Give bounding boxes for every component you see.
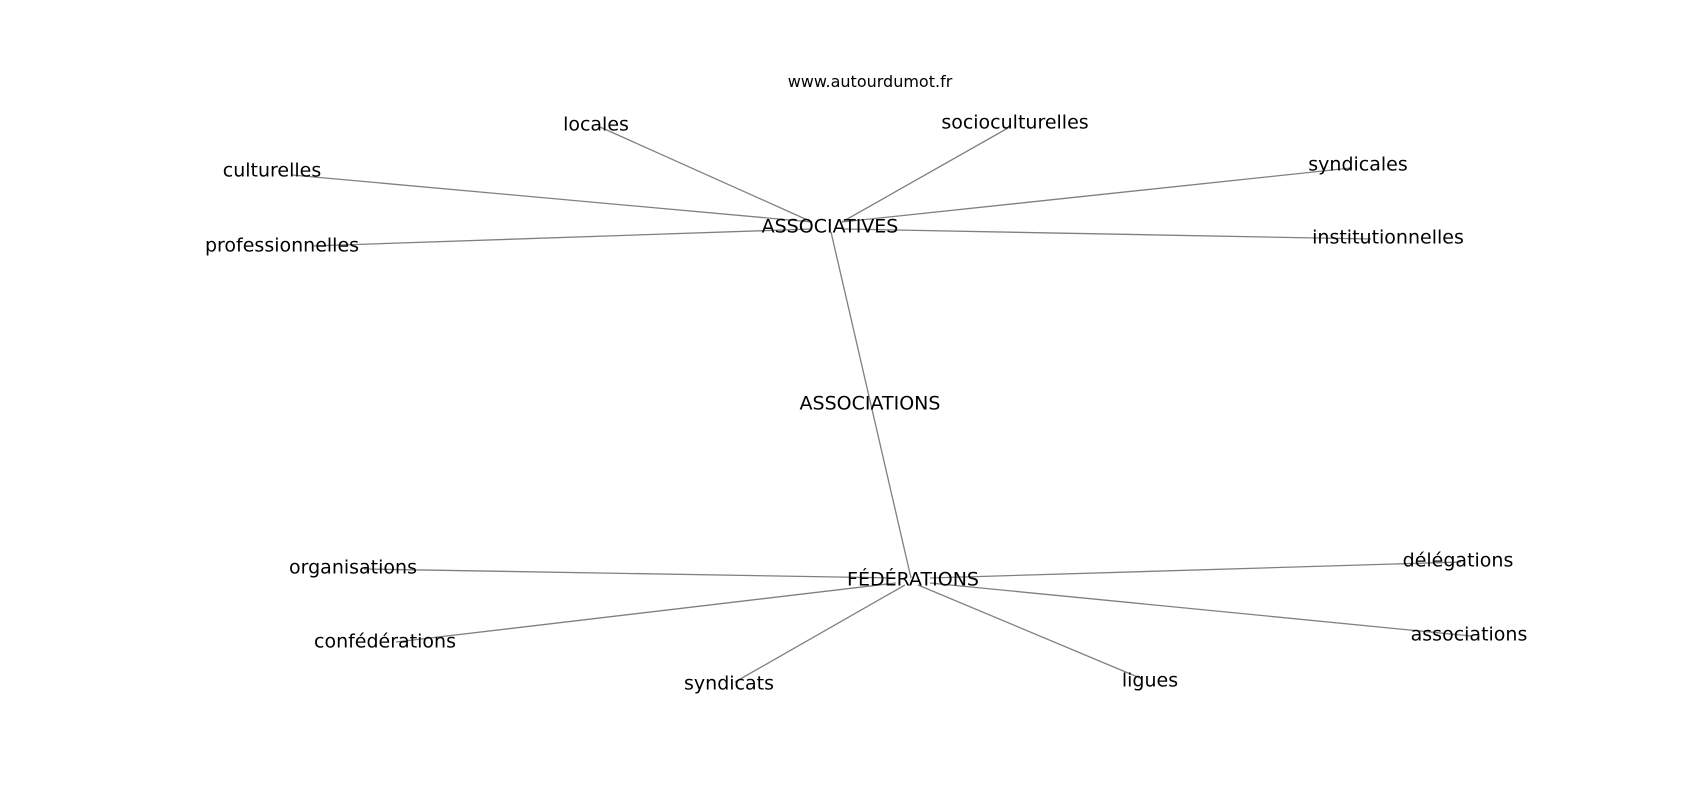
hub-federations[interactable]: FÉDÉRATIONS: [847, 568, 979, 591]
edge-federations-delegations: [929, 561, 1462, 579]
word-delegations[interactable]: délégations: [1402, 549, 1514, 572]
edge-federations-confederations: [395, 582, 897, 643]
source-url[interactable]: www.autourdumot.fr: [787, 72, 953, 91]
word-organisations[interactable]: organisations: [289, 556, 417, 579]
word-associations[interactable]: associations: [1410, 623, 1528, 646]
center-word[interactable]: ASSOCIATIONS: [799, 392, 941, 415]
edge-federations-organisations: [363, 568, 897, 579]
edge-associatives-professionnelles: [311, 228, 813, 247]
left-clip-mask: [0, 0, 215, 800]
word-culturelles[interactable]: culturelles: [222, 159, 322, 182]
edge-associatives-syndicales: [841, 167, 1352, 223]
edge-associatives-locales: [599, 126, 813, 223]
edge-associatives-socioculturelles: [841, 127, 1009, 223]
word-ligues[interactable]: ligues: [1121, 669, 1179, 692]
word-institutionnelles[interactable]: institutionnelles: [1312, 226, 1464, 249]
word-syndicats[interactable]: syndicats: [684, 672, 774, 695]
word-socioculturelles[interactable]: socioculturelles: [941, 111, 1089, 134]
edge-associatives-culturelles: [291, 174, 813, 223]
edge-associatives-institutionnelles: [841, 228, 1372, 240]
edge-associatives-federations: [830, 231, 912, 579]
word-confederations[interactable]: confédérations: [314, 630, 456, 653]
word-professionnelles[interactable]: professionnelles: [204, 234, 360, 257]
edge-federations-syndicats: [734, 584, 906, 683]
edge-federations-associations: [929, 582, 1472, 637]
hub-associatives[interactable]: ASSOCIATIVES: [761, 215, 899, 238]
word-locales[interactable]: locales: [563, 113, 629, 136]
edge-federations-ligues: [917, 584, 1141, 679]
word-syndicales[interactable]: syndicales: [1308, 153, 1408, 176]
